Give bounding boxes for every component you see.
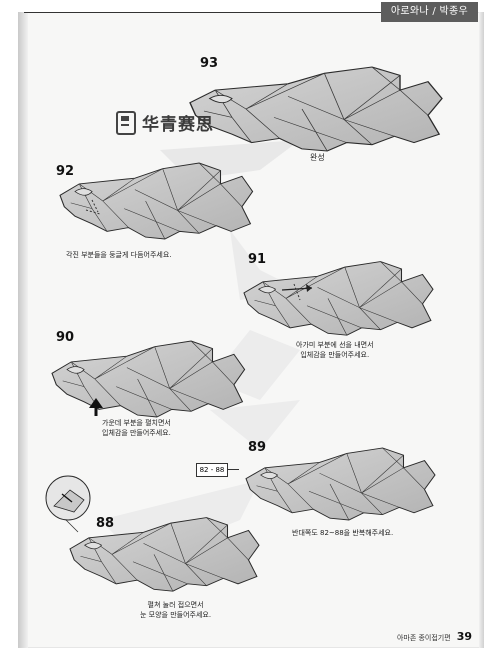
header-rule (24, 12, 452, 13)
step-caption-92: 각진 부분들을 둥글게 다듬어주세요. (66, 251, 172, 259)
step-caption-89: 반대쪽도 82~88을 반복해주세요. (292, 529, 394, 537)
step-caption-91-line1: 아가미 부분에 선을 내면서 (296, 341, 374, 349)
step-number-92: 92 (56, 164, 75, 179)
step-number-90: 90 (56, 330, 75, 345)
reference-leader-line (227, 469, 239, 470)
step-caption-91-line2: 입체감을 만들어주세요. (300, 351, 370, 359)
page-number: 39 (456, 630, 472, 643)
step-caption-90: 가운데 부분을 펼치면서 입체감을 만들어주세요. (102, 418, 171, 438)
step-caption-88-line1: 펼쳐 눌러 접으면서 (147, 601, 204, 609)
step-caption-88-line2: 눈 모양을 만들어주세요. (140, 611, 212, 619)
step-caption-90-line2: 입체감을 만들어주세요. (102, 429, 171, 437)
step-number-93: 93 (200, 56, 219, 71)
watermark-logo-icon (116, 110, 136, 135)
transition-band (210, 400, 300, 450)
fish-step-88 (45, 475, 260, 592)
reference-steps-box: 82 - 88 (196, 463, 228, 477)
book-title: 아마존 종이접기편 (396, 634, 451, 642)
page-footer: 아마존 종이접기편 39 (397, 630, 472, 643)
fish-step-89 (245, 447, 436, 521)
step-caption-91: 아가미 부분에 선을 내면서 입체감을 만들어주세요. (296, 340, 374, 360)
step-caption-88: 펼쳐 눌러 접으면서 눈 모양을 만들어주세요. (140, 600, 211, 620)
page-outer-edge (479, 12, 484, 648)
step-caption-93: 완성 (310, 153, 325, 162)
step-number-88: 88 (96, 516, 115, 531)
fish-step-90 (51, 340, 246, 418)
fish-step-92 (59, 162, 254, 240)
watermark-text: 华青赛思 (142, 115, 214, 135)
step-number-89: 89 (248, 440, 267, 455)
chapter-tab: 아로와나 / 박종우 (380, 2, 478, 22)
watermark: 华青赛思 (116, 110, 214, 135)
step-caption-90-line1: 가운데 부분을 펼치면서 (102, 419, 171, 427)
fish-step-91 (243, 261, 434, 336)
step-number-91: 91 (248, 252, 267, 267)
fish-step-93 (189, 66, 443, 152)
page-binding-edge (18, 12, 28, 648)
